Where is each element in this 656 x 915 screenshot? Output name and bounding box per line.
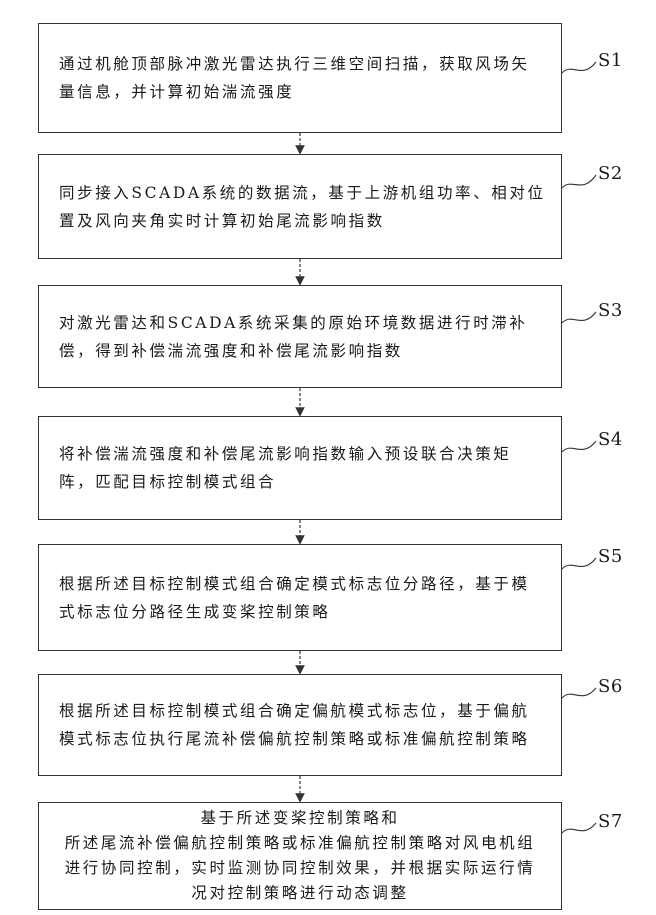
step-text-s1: 通过机舱顶部脉冲激光雷达执行三维空间扫描，获取风场矢 量信息，并计算初始湍流强度 (39, 50, 561, 106)
leader-s5 (562, 558, 596, 569)
leader-s6 (562, 688, 596, 698)
step-label-s4: S4 (598, 429, 623, 450)
step-text-s2: 同步接入SCADA系统的数据流，基于上游机组功率、相对位 置及风向夹角实时计算初… (39, 179, 561, 235)
leader-s4 (562, 441, 596, 452)
step-label-s5: S5 (598, 546, 623, 567)
step-box-s1: 通过机舱顶部脉冲激光雷达执行三维空间扫描，获取风场矢 量信息，并计算初始湍流强度 (38, 23, 562, 133)
step-text-s3: 对激光雷达和SCADA系统采集的原始环境数据进行时滞补 偿，得到补偿湍流强度和补… (39, 309, 561, 365)
step-label-s7: S7 (598, 811, 623, 832)
step-text-s7: 基于所述变桨控制策略和 所述尾流补偿偏航控制策略或标准偏航控制策略对风电机组 进… (39, 806, 561, 906)
step-label-s3: S3 (598, 300, 623, 321)
leader-s7 (562, 823, 596, 833)
step-box-s6: 根据所述目标控制模式组合确定偏航模式标志位，基于偏航 模式标志位执行尾流补偿偏航… (38, 674, 562, 776)
step-label-s6: S6 (598, 676, 623, 697)
step-box-s5: 根据所述目标控制模式组合确定模式标志位分路径，基于模 式标志位分路径生成变桨控制… (38, 544, 562, 651)
step-box-s4: 将补偿湍流强度和补偿尾流影响指数输入预设联合决策矩 阵，匹配目标控制模式组合 (38, 416, 562, 520)
leader-s1 (562, 62, 596, 73)
leader-s2 (562, 175, 596, 188)
step-box-s2: 同步接入SCADA系统的数据流，基于上游机组功率、相对位 置及风向夹角实时计算初… (38, 154, 562, 259)
step-label-s1: S1 (598, 50, 623, 71)
step-label-s2: S2 (598, 163, 623, 184)
step-text-s5: 根据所述目标控制模式组合确定模式标志位分路径，基于模 式标志位分路径生成变桨控制… (39, 570, 561, 626)
step-box-s3: 对激光雷达和SCADA系统采集的原始环境数据进行时滞补 偿，得到补偿湍流强度和补… (38, 285, 562, 388)
step-text-s4: 将补偿湍流强度和补偿尾流影响指数输入预设联合决策矩 阵，匹配目标控制模式组合 (39, 440, 561, 496)
step-box-s7: 基于所述变桨控制策略和 所述尾流补偿偏航控制策略或标准偏航控制策略对风电机组 进… (38, 802, 562, 910)
step-text-s6: 根据所述目标控制模式组合确定偏航模式标志位，基于偏航 模式标志位执行尾流补偿偏航… (39, 697, 561, 753)
leader-s3 (562, 312, 596, 323)
